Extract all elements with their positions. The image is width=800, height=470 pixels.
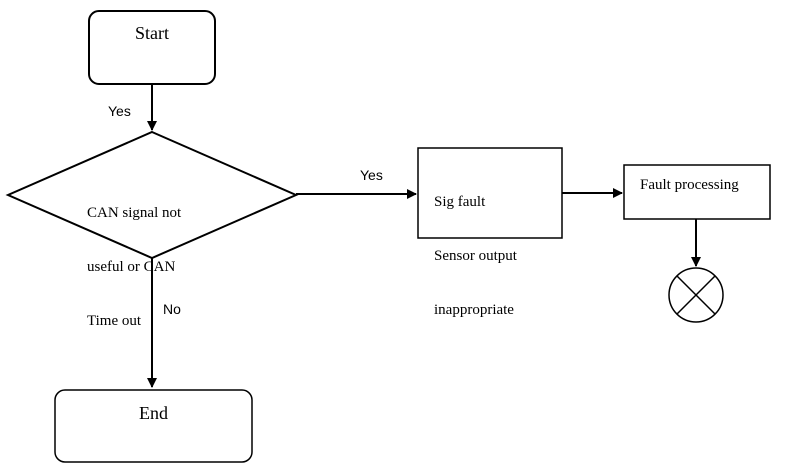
decision-label-line-1: CAN signal not xyxy=(87,205,182,221)
end-node xyxy=(54,389,253,463)
end-label: End xyxy=(139,403,168,423)
sig-fault-label-line-1: Sig fault xyxy=(434,194,486,210)
edge-label-yes-start: Yes xyxy=(108,103,131,119)
fault-processing-node xyxy=(623,164,771,220)
sig-fault-label: Sig fault Sensor output inappropriate xyxy=(434,157,517,337)
decision-label-line-2: useful or CAN xyxy=(87,259,176,275)
start-label: Start xyxy=(135,23,169,43)
edge-label-no: No xyxy=(163,301,181,317)
sig-fault-label-line-3: inappropriate xyxy=(434,302,514,318)
decision-label: CAN signal not useful or CAN Time out xyxy=(87,168,181,348)
start-node xyxy=(88,10,216,85)
fault-processing-label: Fault processing xyxy=(640,177,739,193)
circle-x-icon xyxy=(668,267,724,323)
edge-label-yes-sig-fault: Yes xyxy=(360,167,383,183)
sig-fault-label-line-2: Sensor output xyxy=(434,248,517,264)
decision-label-line-3: Time out xyxy=(87,313,142,329)
